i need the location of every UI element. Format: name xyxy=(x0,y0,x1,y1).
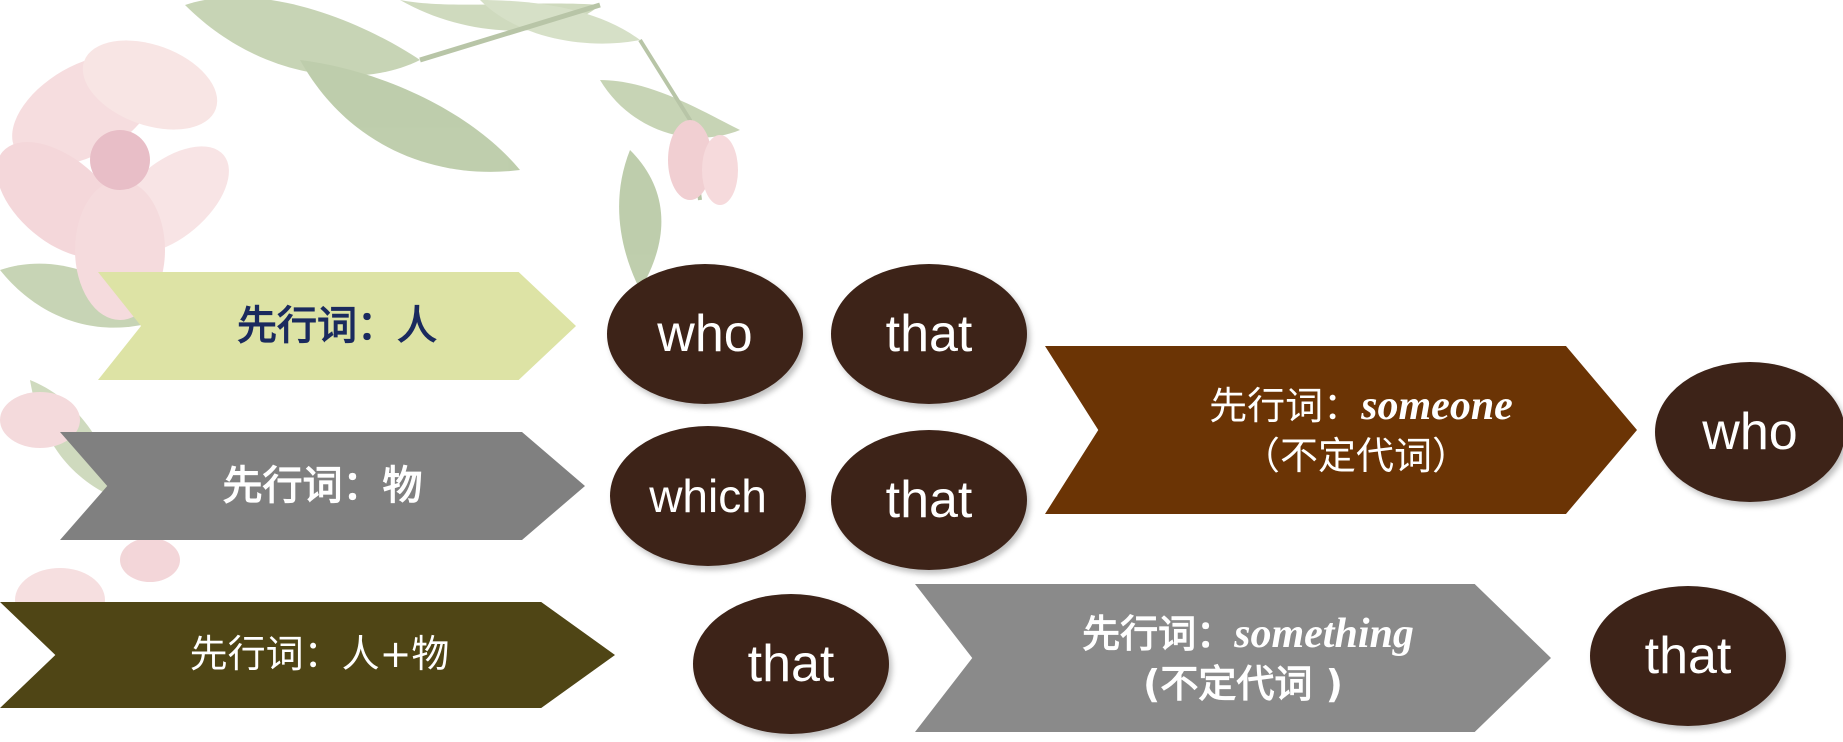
chevron-note: (不定代词 ) xyxy=(1143,661,1343,706)
flower-bud xyxy=(0,392,80,448)
oval-who: who xyxy=(607,264,803,404)
chevron-prefix: 先行词： xyxy=(1209,384,1362,428)
oval-label: that xyxy=(885,305,973,363)
flower-bud xyxy=(702,135,738,205)
oval-that: that xyxy=(1590,586,1786,726)
oval-that: that xyxy=(831,430,1027,570)
oval-label: who xyxy=(1702,403,1798,461)
chevron-keyword: someone xyxy=(1361,383,1513,429)
flower-petal xyxy=(82,40,218,130)
chevron-antecedent-thing: 先行词：物 xyxy=(60,432,585,540)
chevron-label: 先行词：物 xyxy=(222,463,423,509)
leaf-shape xyxy=(300,60,520,172)
flower-bud xyxy=(668,120,712,200)
chevron-note: （不定代词） xyxy=(1241,433,1470,478)
flower-bud xyxy=(120,538,180,582)
oval-that: that xyxy=(831,264,1027,404)
oval-label: that xyxy=(885,471,973,529)
floral-background xyxy=(0,0,740,632)
oval-which: which xyxy=(610,426,806,566)
oval-label: who xyxy=(657,305,753,363)
chevron-antecedent-person: 先行词：人 xyxy=(98,272,576,380)
leaf-shape xyxy=(185,0,420,76)
oval-who: who xyxy=(1655,362,1843,502)
chevron-antecedent-something: 先行词：something (不定代词 ) xyxy=(915,584,1551,732)
oval-label: that xyxy=(1644,627,1732,685)
chevron-title-line: 先行词：something xyxy=(1082,608,1414,661)
oval-label: that xyxy=(747,635,835,693)
chevron-label: 先行词：人+物 xyxy=(189,632,450,677)
oval-that: that xyxy=(693,594,889,734)
leaf-shape xyxy=(480,0,640,44)
chevron-keyword: something xyxy=(1234,611,1414,657)
chevron-antecedent-someone: 先行词：someone （不定代词） xyxy=(1045,346,1637,514)
oval-label: which xyxy=(649,470,767,522)
chevron-label: 先行词：人 xyxy=(237,303,437,349)
chevron-antecedent-person-and-thing: 先行词：人+物 xyxy=(0,602,615,708)
leaf-shape xyxy=(600,80,740,138)
chevron-title-line: 先行词：someone xyxy=(1209,380,1513,433)
leaf-shape xyxy=(619,150,662,290)
stem xyxy=(419,2,601,63)
chevron-prefix: 先行词： xyxy=(1082,612,1235,656)
flower-center xyxy=(90,130,150,190)
